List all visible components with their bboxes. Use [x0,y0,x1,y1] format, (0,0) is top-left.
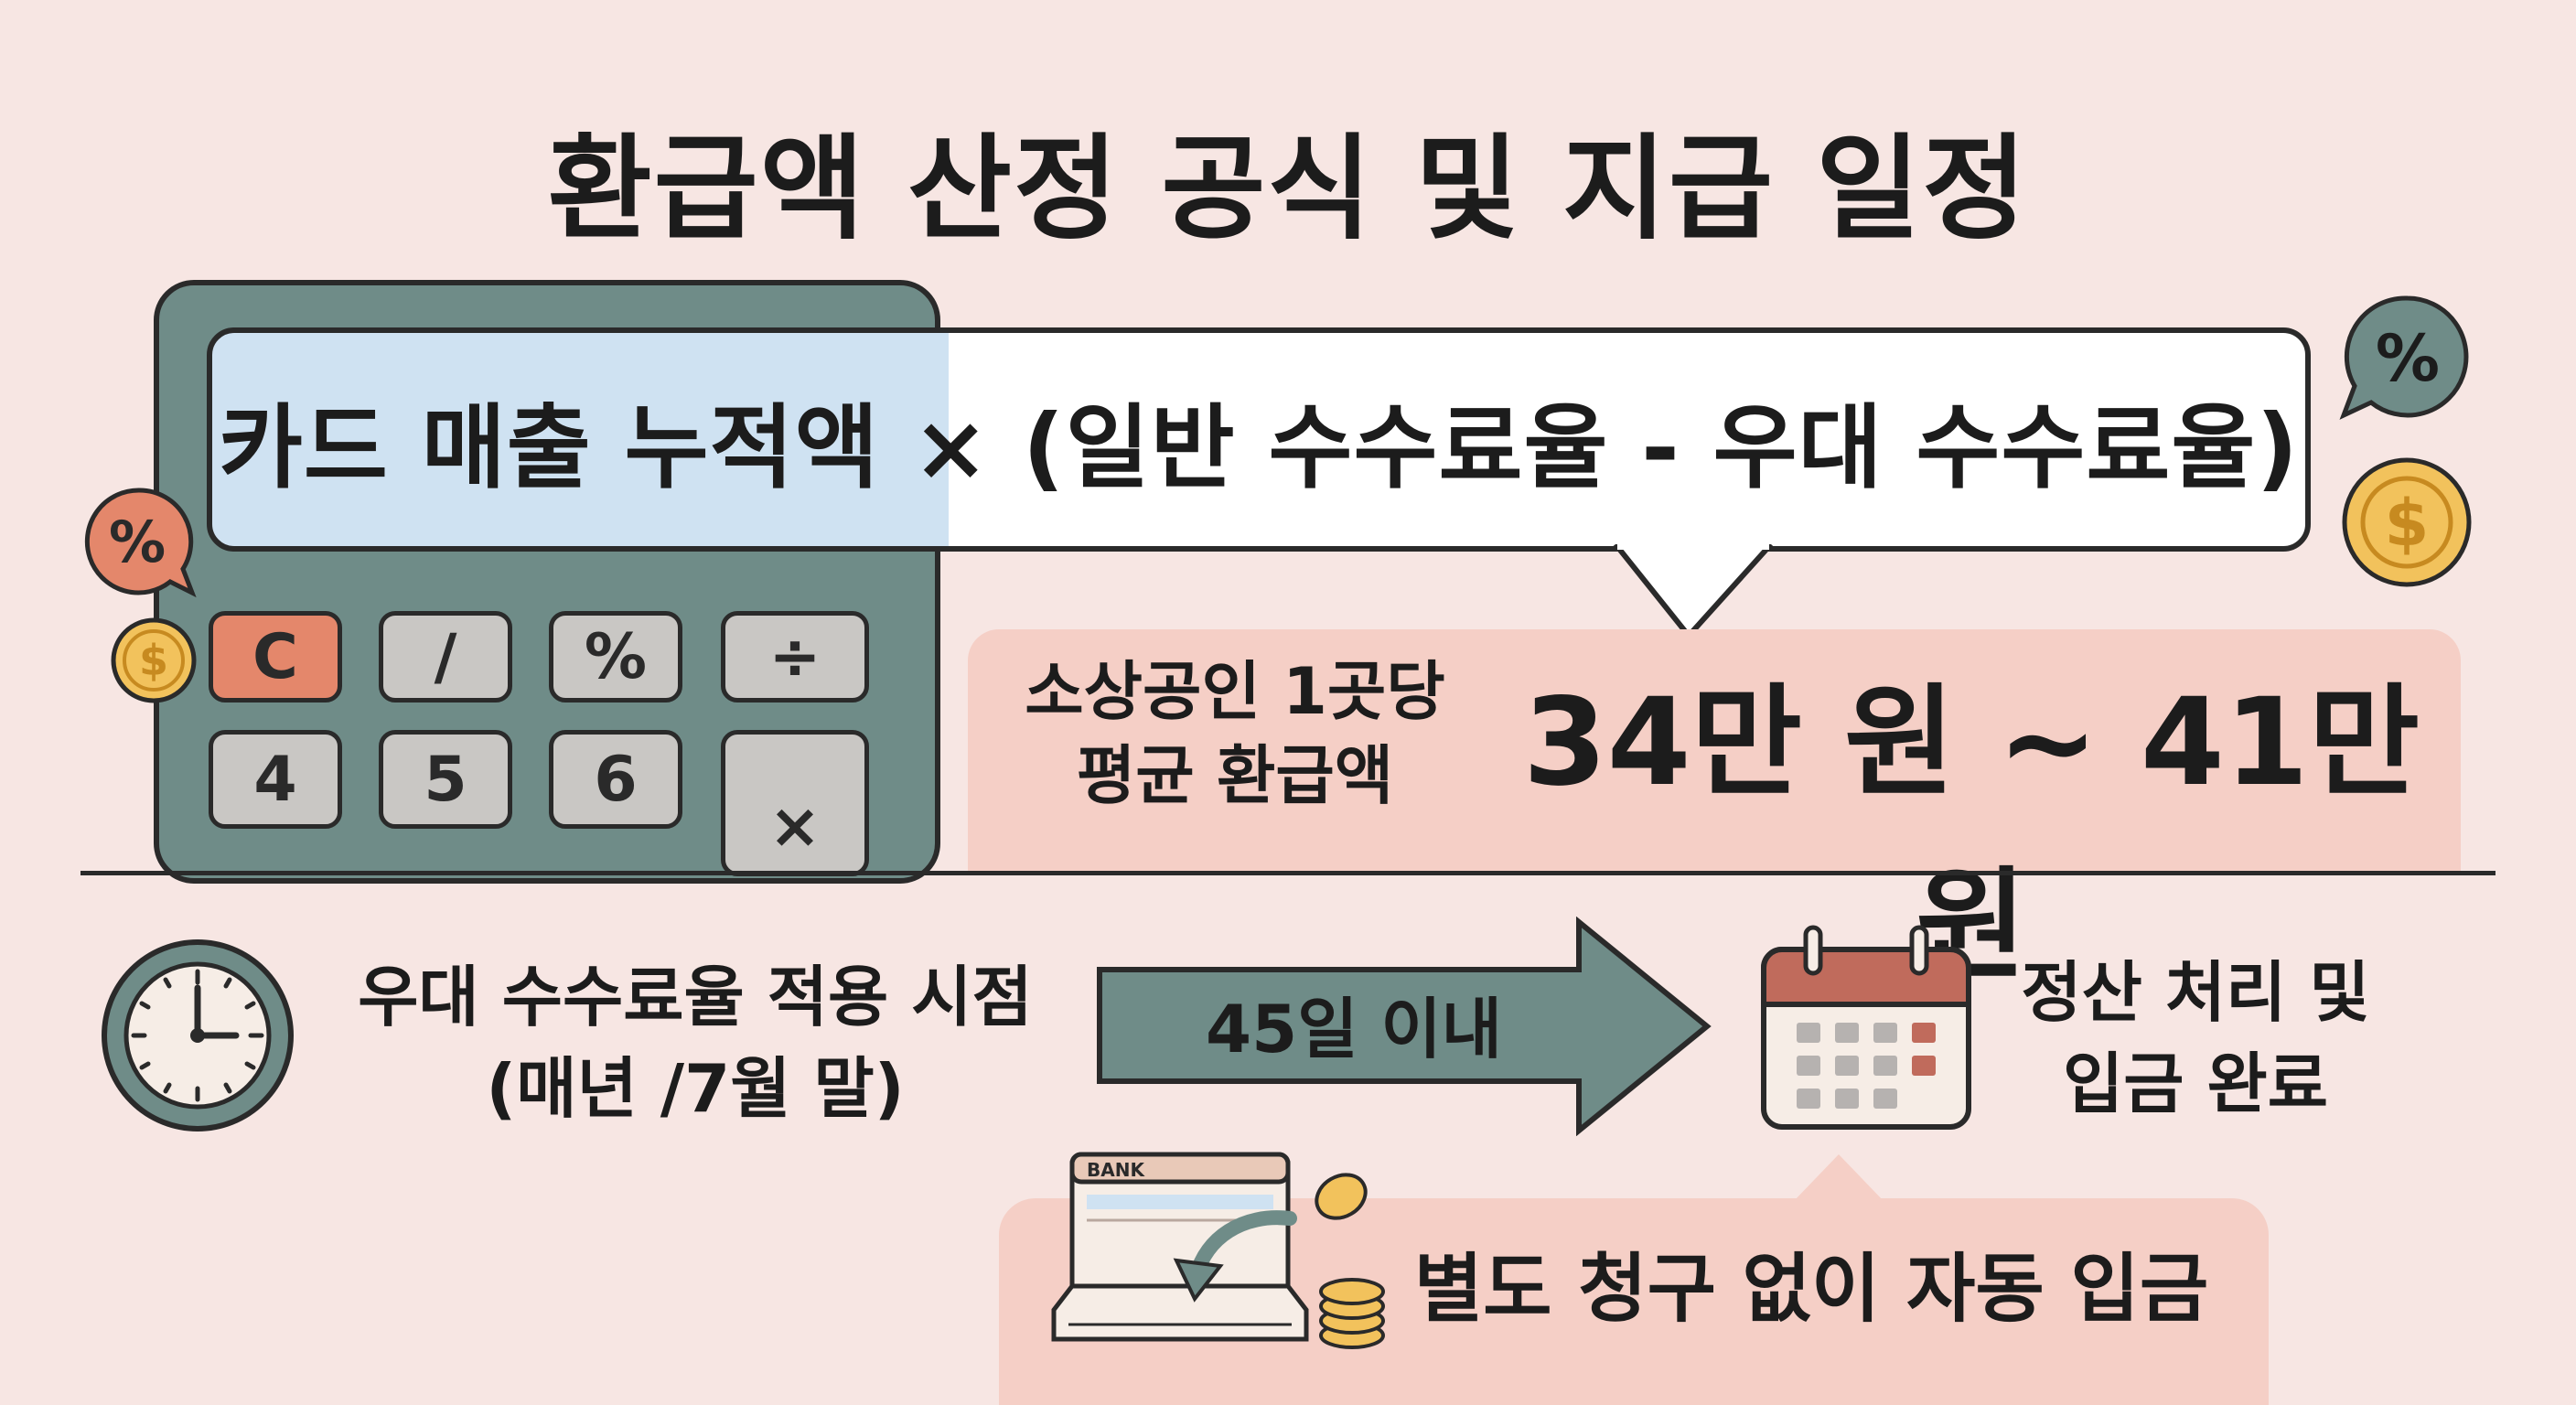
apply-timing-text: 우대 수수료율 적용 시점 (매년 /7월 말) [302,951,1089,1134]
auto-deposit-text: 별도 청구 없이 자동 입금 [1413,1246,2209,1333]
calc-key-clear: C [209,611,342,702]
percent-bubble-icon: % [84,488,197,598]
bank-deposit-icon: BANK [1051,1152,1385,1349]
calc-key-5: 5 [379,730,512,829]
apply-timing-line2: (매년 /7월 말) [486,1050,905,1127]
percent-bubble-right-label: % [2376,321,2440,396]
arrow-label: 45일 이내 [1206,991,1502,1067]
refund-label-line2: 평균 환급액 [1076,738,1394,813]
calc-key-6: 6 [549,730,682,829]
calendar-icon [1761,925,1971,1130]
calc-key-divide: ÷ [721,611,869,702]
dollar-coin-right-label: $ [2385,486,2430,561]
clock-icon [102,939,294,1132]
refund-label-line1: 소상공인 1곳당 [1025,654,1445,729]
bank-label: BANK [1087,1159,1145,1181]
divider-line [80,871,2496,875]
dollar-coin-icon: $ [2342,457,2472,587]
calc-key-percent: % [549,611,682,702]
settlement-text: 정산 처리 및 입금 완료 [1976,947,2415,1130]
refund-box [968,629,2461,874]
dollar-coin-icon: $ [111,617,197,703]
settlement-line2: 입금 완료 [2062,1046,2329,1122]
calc-key-4: 4 [209,730,342,829]
apply-timing-line1: 우대 수수료율 적용 시점 [358,959,1033,1035]
calc-key-divide-slash: / [379,611,512,702]
right-arrow-icon [1097,917,1712,1136]
page-title: 환급액 산정 공식 및 지급 일정 [547,123,2029,255]
dollar-coin-left-label: $ [139,636,168,685]
formula-text: 카드 매출 누적액 × (일반 수수료율 - 우대 수수료율) [218,394,2300,501]
calc-key-multiply: × [721,730,869,876]
percent-bubble-left-label: % [109,509,166,575]
refund-amount: 34만 원 ~ 41만 원 [1522,672,2420,996]
settlement-line1: 정산 처리 및 [2021,954,2370,1031]
formula-bubble [207,327,2311,552]
box-pointer [1793,1154,1884,1202]
refund-label: 소상공인 1곳당 평균 환급액 [988,649,1482,818]
percent-bubble-icon: % [2339,295,2469,420]
